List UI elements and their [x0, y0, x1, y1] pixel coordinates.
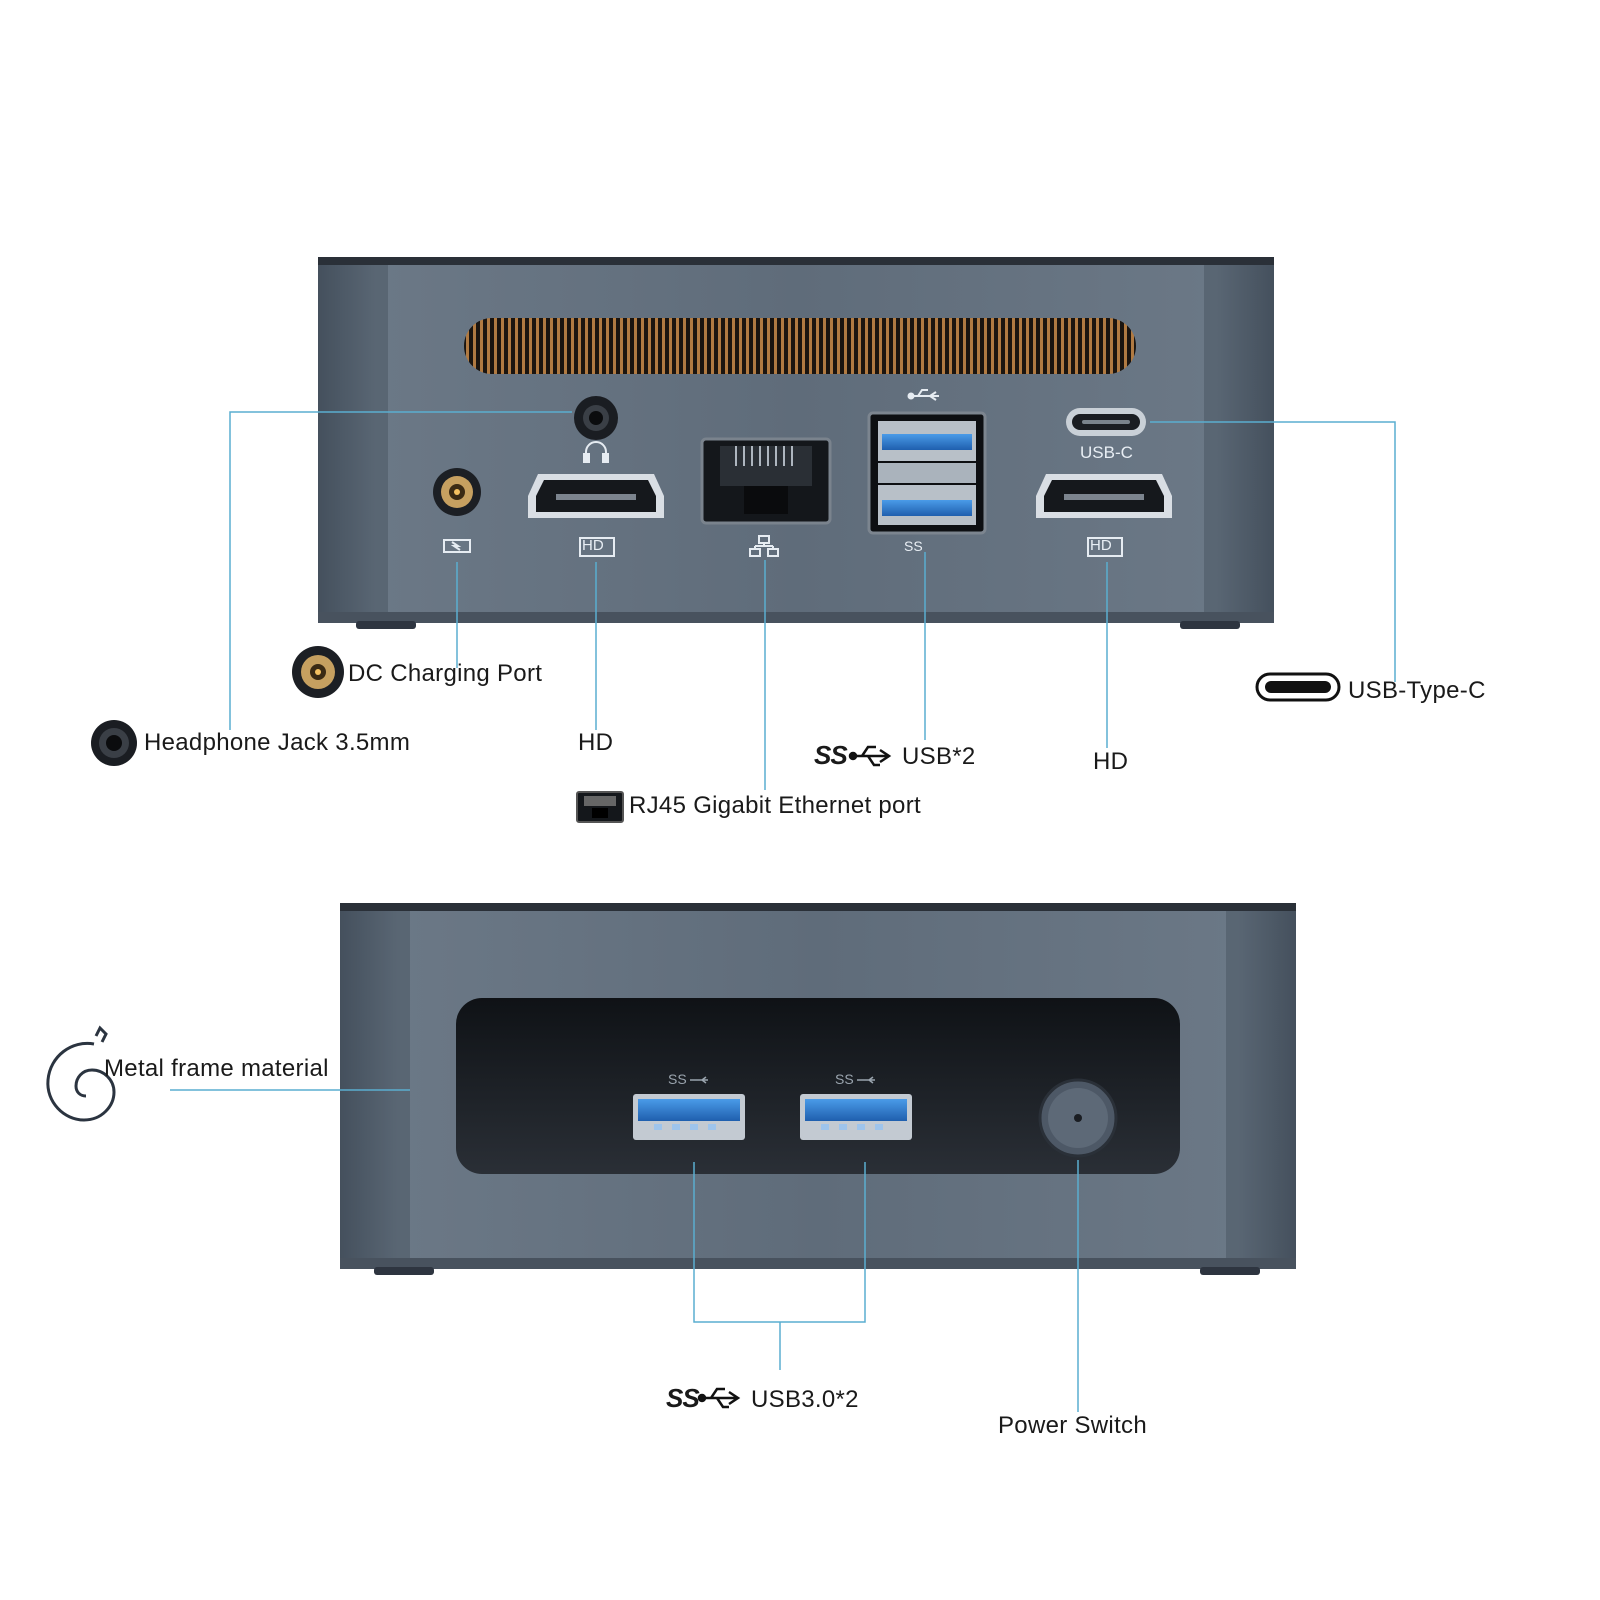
dc-power-icon	[443, 539, 471, 553]
headphone-icon	[583, 441, 609, 463]
legend-usb-arrow-icon-front	[697, 1387, 741, 1409]
label-power-switch: Power Switch	[998, 1412, 1147, 1439]
label-metal-frame: Metal frame material	[104, 1055, 329, 1082]
front-usb-icon-left	[690, 1076, 708, 1084]
legend-usb-arrow-icon-rear	[848, 745, 892, 767]
label-usb2-ss-mark: SS	[814, 740, 848, 770]
hd-mark-right: HD	[1090, 537, 1112, 554]
power-button	[1038, 1078, 1118, 1158]
ss-mark-rear: SS	[904, 538, 923, 554]
usb-c-port-mark: USB-C	[1080, 443, 1133, 462]
label-hd-right: HD	[1093, 748, 1129, 775]
legend-headphone-icon	[91, 720, 137, 766]
front-usb-icon-right	[857, 1076, 875, 1084]
hd-mark-right-box	[1087, 537, 1123, 557]
dc-charging-port	[433, 468, 481, 516]
front-leader-lines	[170, 1089, 1079, 1412]
label-usb3: USB3.0*2	[751, 1386, 859, 1413]
hdmi-port-right	[1036, 474, 1172, 518]
legend-usb-c-icon	[1255, 672, 1341, 702]
metal-frame-icon	[46, 1025, 116, 1122]
rj45-port	[700, 437, 832, 525]
hdmi-port-left	[528, 474, 664, 518]
front-usb-port-right	[800, 1094, 912, 1140]
legend-dc-icon	[292, 646, 344, 698]
label-usb2: USB*2	[902, 743, 976, 770]
label-usb3-ss-mark: SS	[666, 1383, 700, 1413]
rear-leader-lines	[229, 411, 1396, 790]
label-headphone-jack: Headphone Jack 3.5mm	[144, 729, 411, 756]
hd-mark-left: HD	[582, 537, 604, 554]
legend-ethernet-icon	[576, 791, 624, 823]
front-usb-port-left	[633, 1094, 745, 1140]
usb-icon	[907, 389, 939, 401]
usb-c-port	[1066, 408, 1146, 436]
ss-mark-front-left: SS	[668, 1071, 687, 1087]
label-hd-left: HD	[578, 729, 614, 756]
ethernet-icon	[749, 535, 779, 557]
label-dc-charging-port: DC Charging Port	[348, 660, 543, 687]
label-usb-type-c: USB-Type-C	[1348, 677, 1486, 704]
cooling-vent	[464, 318, 1136, 374]
headphone-jack	[574, 396, 618, 440]
label-rj45: RJ45 Gigabit Ethernet port	[629, 792, 921, 819]
ss-mark-front-right: SS	[835, 1071, 854, 1087]
rear-usb-stack	[867, 411, 987, 535]
hd-mark-left-box	[579, 537, 615, 557]
